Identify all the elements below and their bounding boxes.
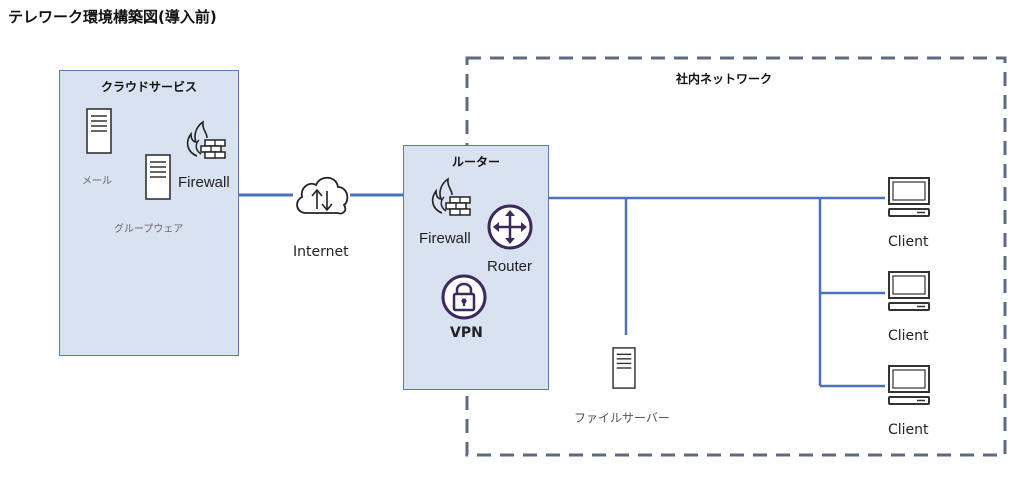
firewall-icon [186,120,226,159]
server-icon [612,347,636,389]
computer-icon [888,365,930,405]
groupware-label: グループウェア [114,224,184,235]
page-title: テレワーク環境構築図(導入前) [8,8,217,26]
computer-icon [888,177,930,217]
computer-icon [888,271,930,311]
cloud-service-box: クラウドサービス [59,70,239,356]
cloud-firewall-label: Firewall [178,174,230,191]
server-icon [86,108,112,154]
client-label: Client [888,422,929,438]
router-icon [487,204,533,250]
mail-label: メール [82,176,112,187]
router-box-title: ルーター [451,155,500,169]
server-icon [145,154,171,200]
router-label: Router [487,258,533,275]
file-server-label: ファイルサーバー [574,411,670,425]
router-box: ルーター [403,145,549,390]
internal-network-title: 社内ネットワーク [676,72,773,86]
client-label: Client [888,234,929,250]
internet-label: Internet [293,244,349,260]
vpn-label: VPN [450,325,483,341]
lock-icon [441,274,487,320]
firewall-icon [431,177,471,216]
internal-network-boundary [465,56,1007,457]
router-firewall-label: Firewall [419,230,471,247]
cloud-service-title: クラウドサービス [100,80,197,94]
cloud-icon [296,176,349,215]
client-label: Client [888,328,929,344]
